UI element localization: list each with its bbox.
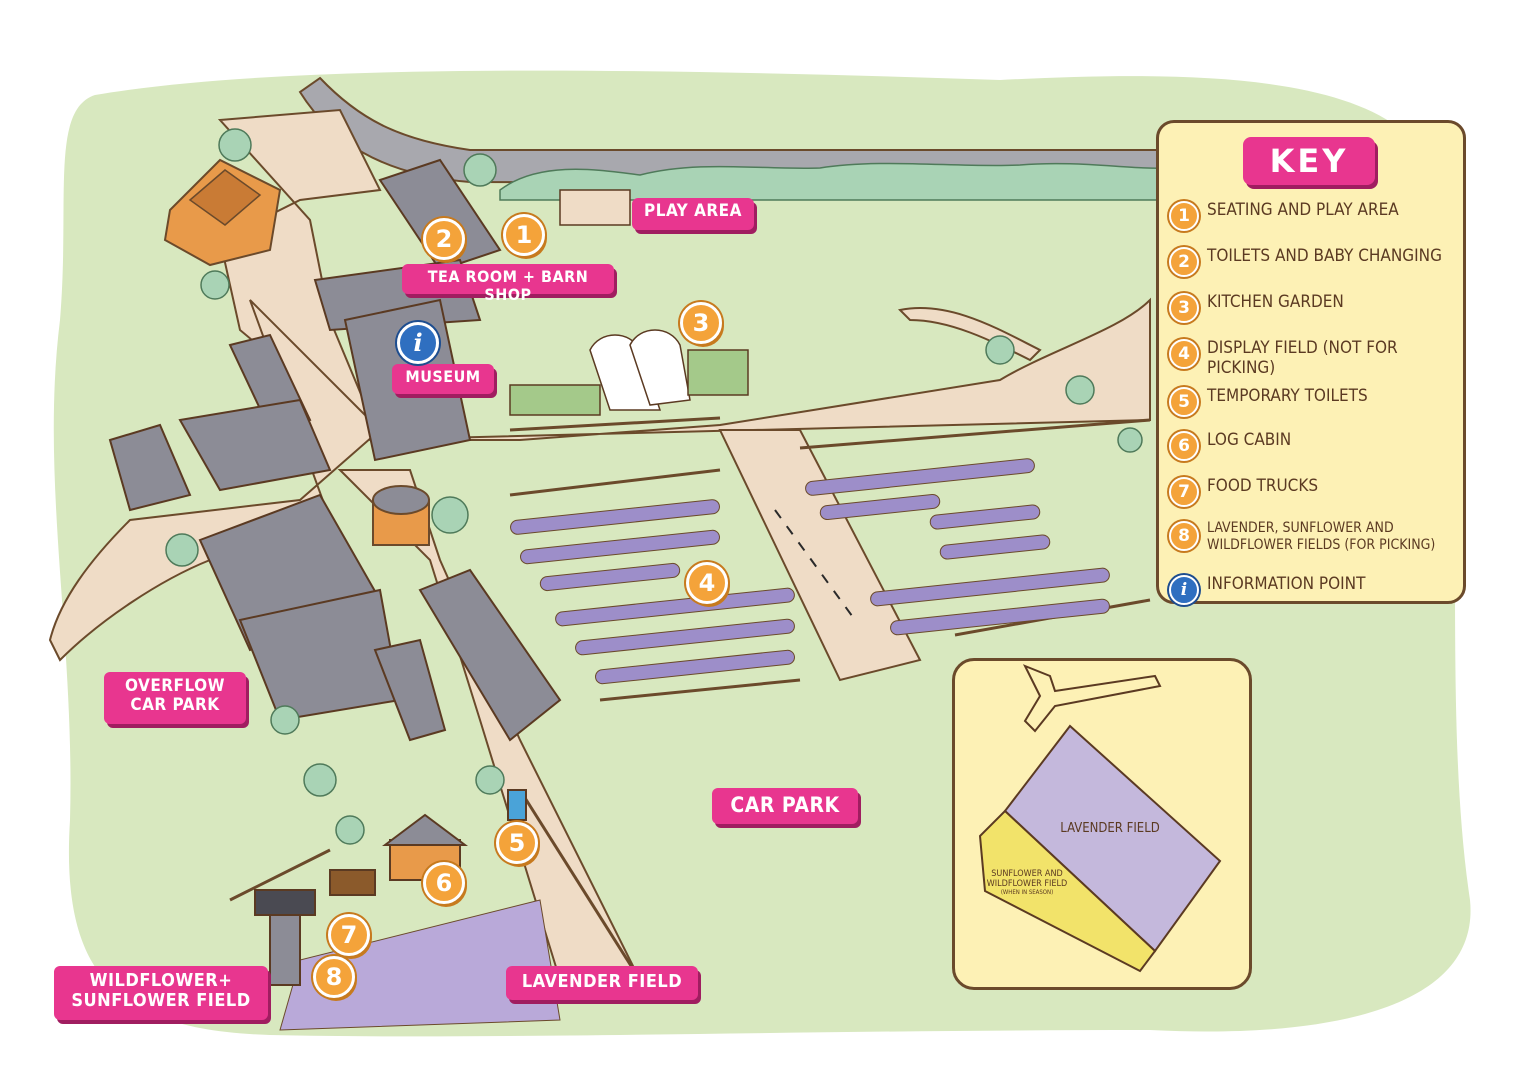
info-icon: i: [1169, 575, 1199, 605]
trees: [165, 128, 1143, 845]
key-number-badge: 3: [1169, 293, 1199, 323]
information-point-marker[interactable]: i: [397, 322, 439, 364]
inset-road: [1022, 664, 1162, 733]
marker-8[interactable]: 8: [313, 956, 355, 998]
key-number-badge: 8: [1169, 521, 1199, 551]
inset-lavender-label: LAVENDER FIELD: [1060, 821, 1160, 836]
overflow-car-park-label: OVERFLOW CAR PARK: [104, 672, 246, 724]
barns: [108, 158, 562, 742]
road-markings: [774, 509, 856, 621]
key-item: 1 SEATING AND PLAY AREA: [1169, 197, 1465, 237]
key-number-badge: 2: [1169, 247, 1199, 277]
tea-room-label: TEA ROOM + BARN SHOP: [402, 264, 614, 303]
key-item: 4 DISPLAY FIELD (NOT FOR PICKING): [1169, 335, 1465, 378]
tea-room-label-text: TEA ROOM + BARN SHOP: [427, 267, 589, 304]
wildflower-field-label: WILDFLOWER+ SUNFLOWER FIELD: [54, 966, 268, 1020]
tree-line: [499, 162, 1171, 201]
lavender-field-label-text: LAVENDER FIELD: [521, 971, 683, 992]
key-item: 8 LAVENDER, SUNFLOWER AND WILDFLOWER FIE…: [1169, 517, 1465, 563]
inset-sunflower-line2: WILDFLOWER FIELD: [986, 879, 1068, 890]
key-number-badge: 6: [1169, 431, 1199, 461]
marker-3[interactable]: 3: [680, 302, 722, 344]
fences: [229, 416, 1151, 981]
overflow-line1: OVERFLOW: [124, 676, 226, 696]
wildflower-line1: WILDFLOWER+: [89, 970, 233, 991]
key-title: KEY: [1243, 137, 1375, 185]
key-number-badge: 7: [1169, 477, 1199, 507]
key-item-text: DISPLAY FIELD (NOT FOR PICKING): [1207, 338, 1398, 379]
silo: [372, 485, 430, 546]
key-item-text: INFORMATION POINT: [1207, 574, 1366, 594]
car-park-label-text: CAR PARK: [730, 793, 840, 817]
wildflower-line2: SUNFLOWER FIELD: [71, 989, 251, 1011]
inset-sunflower-note: (WHEN IN SEASON): [1000, 888, 1054, 896]
key-item: 2 TOILETS AND BABY CHANGING: [1169, 243, 1465, 283]
inset-drawing: [978, 664, 1222, 973]
marker-4[interactable]: 4: [686, 562, 728, 604]
play-equipment: [559, 189, 631, 226]
key-number-badge: 5: [1169, 387, 1199, 417]
temporary-toilets: [507, 789, 527, 821]
key-number-badge: 1: [1169, 201, 1199, 231]
inset-sunflower-line1: SUNFLOWER AND: [991, 869, 1063, 879]
museum-label-text: MUSEUM: [405, 367, 481, 386]
key-item-text: KITCHEN GARDEN: [1207, 292, 1344, 312]
key-item: i INFORMATION POINT: [1169, 571, 1465, 611]
play-area-label-text: PLAY AREA: [644, 201, 742, 221]
key-number-badge: 4: [1169, 339, 1199, 369]
key-item-text: TOILETS AND BABY CHANGING: [1207, 246, 1442, 266]
marker-7[interactable]: 7: [328, 914, 370, 956]
marker-6[interactable]: 6: [423, 862, 465, 904]
map-key: KEY 1 SEATING AND PLAY AREA 2 TOILETS AN…: [1156, 120, 1466, 605]
key-item: 7 FOOD TRUCKS: [1169, 473, 1465, 513]
lavender-field-label: LAVENDER FIELD: [506, 966, 698, 1000]
key-item-text: LAVENDER, SUNFLOWER AND WILDFLOWER FIELD…: [1207, 520, 1436, 553]
play-area-label: PLAY AREA: [632, 198, 754, 230]
key-item-text: FOOD TRUCKS: [1207, 476, 1319, 496]
greenhouses: [589, 329, 691, 411]
key-item: 5 TEMPORARY TOILETS: [1169, 383, 1465, 423]
inset-sunflower-field: [978, 809, 1157, 973]
inset-sunflower-label: SUNFLOWER AND WILDFLOWER FIELD (WHEN IN …: [977, 869, 1077, 897]
overflow-line2: CAR PARK: [130, 694, 220, 715]
display-field-rows: [510, 458, 1110, 685]
field-overview-inset: LAVENDER FIELD SUNFLOWER AND WILDFLOWER …: [952, 658, 1252, 990]
key-item: 3 KITCHEN GARDEN: [1169, 289, 1465, 329]
marker-5[interactable]: 5: [496, 822, 538, 864]
car-park-label: CAR PARK: [712, 788, 858, 824]
key-item: 6 LOG CABIN: [1169, 427, 1465, 467]
marker-1[interactable]: 1: [503, 214, 545, 256]
kitchen-garden-beds: [509, 349, 749, 416]
key-item-text: LOG CABIN: [1207, 430, 1292, 450]
farmhouse: [163, 158, 282, 267]
museum-label: MUSEUM: [392, 364, 494, 394]
marker-2[interactable]: 2: [423, 218, 465, 260]
food-trucks: [254, 869, 376, 986]
key-item-text: SEATING AND PLAY AREA: [1207, 200, 1399, 220]
key-item-text: TEMPORARY TOILETS: [1207, 386, 1368, 406]
